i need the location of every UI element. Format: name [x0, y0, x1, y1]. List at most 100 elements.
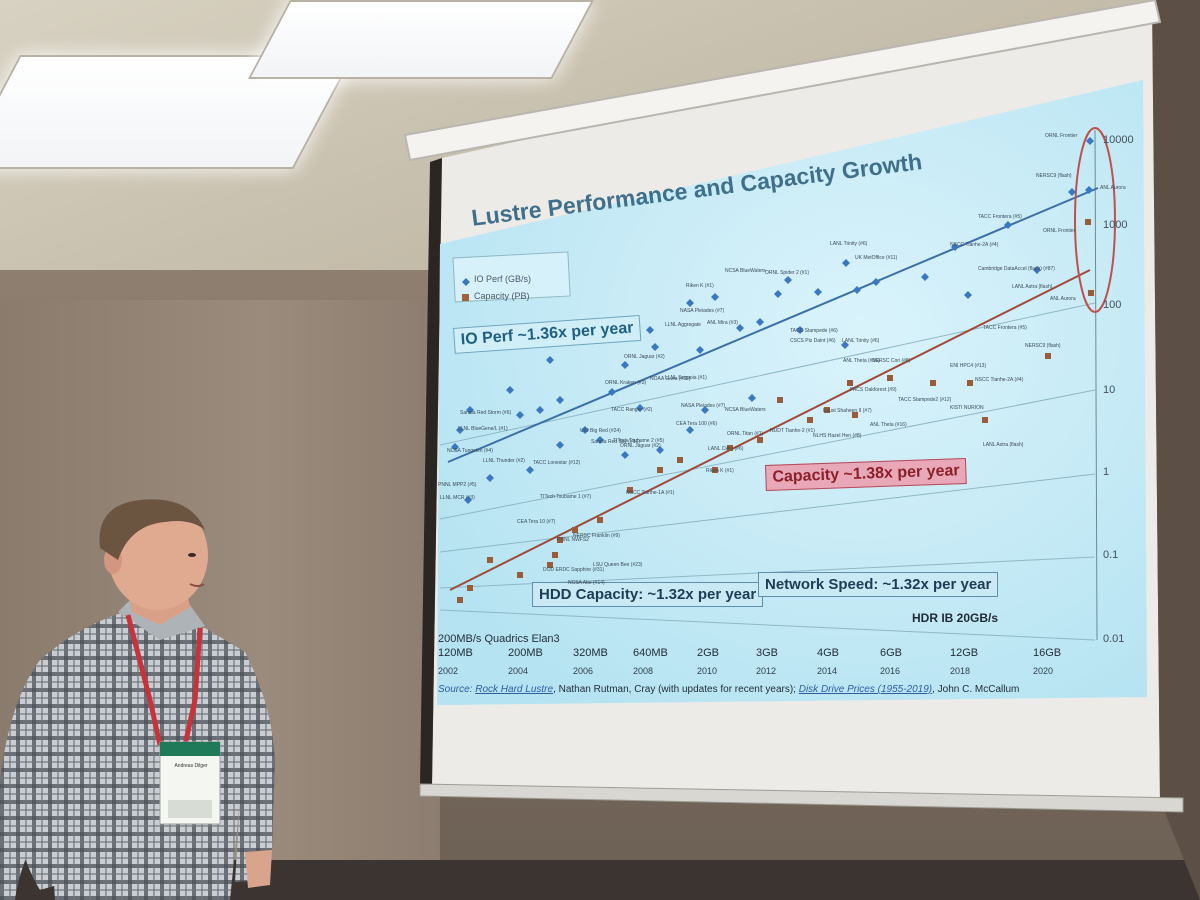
data-point-label: TACC Stampede2 (#12)	[898, 397, 952, 403]
io-perf-point	[784, 276, 792, 284]
legend-io-label: IO Perf (GB/s)	[474, 274, 532, 284]
io-perf-point	[486, 474, 494, 482]
y-tick-1: 1	[1103, 466, 1110, 478]
highlight-ellipse	[1074, 127, 1116, 313]
screen-housing-bar	[403, 0, 1162, 162]
data-point-label: LANL Astra (flash)	[1012, 284, 1053, 290]
capacity-point	[777, 397, 783, 403]
io-perf-point	[646, 326, 654, 334]
io-perf-point	[596, 436, 604, 444]
io-perf-point	[872, 278, 880, 286]
data-point-label: LLNL Aggregate	[665, 322, 701, 328]
capacity-point	[1085, 219, 1091, 225]
capacity-point	[557, 537, 563, 543]
capacity-point	[824, 407, 830, 413]
data-point-label: NLHS Hazel Hen (#8)	[813, 433, 862, 439]
data-point-label: LLNL Sequoia (#1)	[665, 375, 707, 381]
capacity-point	[887, 375, 893, 381]
x-hdd-label: 6GB	[880, 647, 903, 659]
capacity-point	[597, 517, 603, 523]
y-tick-10: 10	[1103, 384, 1116, 396]
data-point-label: NCSA BlueWaters	[725, 407, 766, 413]
io-perf-point	[1033, 266, 1041, 274]
legend-box	[452, 251, 571, 303]
badge-barcode	[168, 800, 212, 818]
data-point-label: ORNL Kraken (#3)	[605, 380, 647, 386]
x-hdd-label: 320MB	[573, 647, 608, 659]
capacity-point	[847, 380, 853, 386]
capacity-point	[757, 437, 763, 443]
x-year-label: 2018	[950, 666, 971, 676]
data-point-label: TACC Stampede (#6)	[790, 328, 838, 334]
data-point-label: NUDT Tianhe-2 (#1)	[770, 428, 815, 434]
x-hdd-label: 2GB	[697, 647, 720, 659]
data-point-label: UK MetOffice (#11)	[855, 255, 898, 261]
screen-bottom-bar	[419, 783, 1184, 813]
capacity-point	[572, 527, 578, 533]
capacity-point	[807, 417, 813, 423]
x-hdd-label: 200MB	[508, 647, 543, 659]
data-point-label: NCSA Tungsten (#4)	[447, 448, 493, 454]
source-link-disk-drive-prices[interactable]: Disk Drive Prices (1955-2019)	[798, 684, 933, 695]
io-perf-point	[686, 299, 694, 307]
source-link-rock-hard-lustre[interactable]: Rock Hard Lustre	[475, 684, 554, 695]
capacity-point	[1088, 290, 1094, 296]
io-perf-point	[748, 394, 756, 402]
source-citation: Source: Rock Hard Lustre, Nathan Rutman,…	[438, 684, 1019, 695]
data-point-label: ORNL Jaguar (#2)	[624, 354, 665, 360]
data-point-label: TITech Tsubame 1 (#7)	[540, 494, 592, 500]
legend-io-marker	[462, 278, 470, 286]
io-perf-point	[464, 496, 472, 504]
x-year-label: 2002	[438, 666, 459, 676]
x-hdd-label: 16GB	[1033, 647, 1062, 659]
legend-cap-marker	[462, 294, 469, 301]
capacity-point	[467, 585, 473, 591]
data-point-label: ORNL Jaguar (#2)	[620, 443, 661, 449]
io-perf-point	[701, 406, 709, 414]
io-perf-point	[841, 341, 849, 349]
data-point-label: Riken K (#1)	[706, 468, 734, 474]
right-sleeve	[240, 650, 275, 852]
legend-capacity-label: Capacity (PB)	[474, 291, 530, 301]
data-point-label: ANL Aurora	[1100, 185, 1126, 191]
x-hdd-label: 12GB	[950, 647, 979, 659]
data-point-label: ENI HPC4 (#13)	[950, 363, 987, 369]
data-point-label: ANL Mira (#3)	[707, 320, 738, 326]
io-perf-trend-line	[447, 187, 1099, 463]
data-point-label: CEA Tera 10 (#7)	[517, 519, 556, 525]
io-perf-point	[506, 386, 514, 394]
left-sleeve	[12, 660, 75, 890]
capacity-trend-line	[449, 269, 1091, 591]
data-point-label: LSU Queen Bee (#23)	[593, 562, 643, 568]
io-perf-point	[536, 406, 544, 414]
data-point-label: TACC Lonestar (#12)	[533, 460, 581, 466]
data-point-label: NSCC Tianhe-2A (#4)	[975, 377, 1024, 383]
capacity-point	[487, 557, 493, 563]
screen-side-shadow	[1152, 0, 1200, 900]
io-perf-point	[1004, 221, 1012, 229]
data-point-label: LLNL BlueGene/L (#1)	[458, 426, 508, 432]
eye	[188, 553, 196, 557]
x-hdd-label: 120MB	[438, 647, 473, 659]
badge-name: Andreas Dilger	[174, 763, 208, 769]
data-point-label: TACC Frontera (#5)	[978, 214, 1022, 220]
data-point-label: ORNL Titan (#1)	[727, 431, 764, 437]
data-point-label: NCSA Abe (#14)	[568, 580, 605, 586]
capacity-point	[552, 552, 558, 558]
data-point-label: TITech Tsubame 2 (#5)	[613, 438, 665, 444]
io-perf-point	[621, 451, 629, 459]
io-perf-point	[686, 426, 694, 434]
capacity-point	[982, 417, 988, 423]
x-year-label: 2014	[817, 666, 838, 676]
x-year-label: 2008	[633, 666, 654, 676]
data-point-label: NASA Pleiades (#7)	[681, 403, 726, 409]
data-point-label: NERSC Franklin (#9)	[573, 533, 620, 539]
mouth	[189, 583, 205, 587]
y-tick-10000: 10000	[1103, 134, 1134, 146]
data-point-label: LLNL Thunder (#2)	[483, 458, 525, 464]
io-perf-point	[964, 291, 972, 299]
data-point-label: TACC Ranger (#2)	[611, 407, 653, 413]
io-perf-point	[796, 326, 804, 334]
badge-header-stripe	[160, 742, 220, 756]
